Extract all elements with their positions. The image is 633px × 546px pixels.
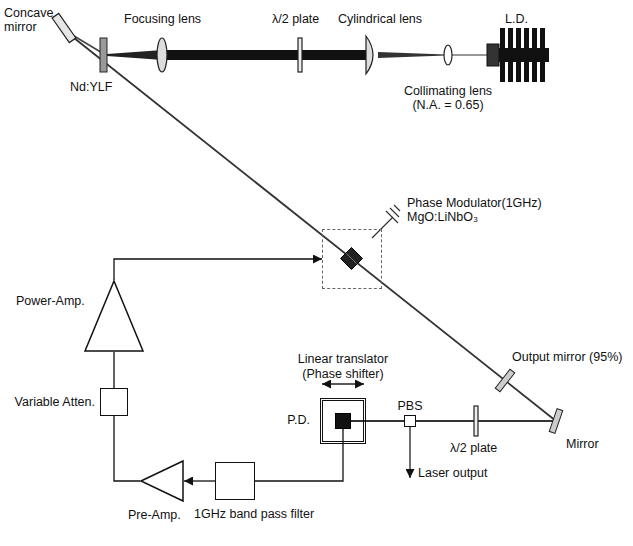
- signal-wire: [113, 352, 114, 388]
- part-label: Cylindrical lens: [338, 12, 422, 26]
- part-label: Laser output: [418, 466, 488, 480]
- signal-wire: [184, 480, 215, 481]
- focusing-lens: [157, 38, 167, 72]
- heat-sink-fin: [540, 28, 545, 82]
- photodiode: P.D.: [335, 413, 351, 429]
- pump-beam: [378, 52, 446, 58]
- node-label: 1GHz band pass filter: [194, 507, 314, 521]
- part-label: Mirror: [566, 437, 599, 451]
- concave-mirror: [52, 13, 76, 42]
- ground-symbol: [372, 205, 400, 238]
- heat-sink-fin: [524, 28, 529, 82]
- amplifier-outline: [140, 460, 184, 502]
- part-label: Nd:YLF: [70, 80, 112, 94]
- amplifier-outline: [141, 461, 183, 501]
- laser-diode: [487, 44, 499, 66]
- laser-crystal: [100, 38, 107, 72]
- part-label: L.D.: [505, 12, 528, 26]
- translator-stage: P.D.Linear translator (Phase shifter): [320, 398, 366, 444]
- pump-beam: [452, 55, 487, 56]
- node-label: Linear translator (Phase shifter): [287, 352, 399, 381]
- cylindrical-lens: [366, 36, 373, 74]
- beam-splitter: PBS: [404, 415, 416, 427]
- modulator-crystal: [323, 230, 383, 290]
- signal-wire: [114, 259, 322, 280]
- attenuator-box: Variable Atten.: [100, 388, 128, 416]
- output-arrow: [409, 427, 410, 478]
- phase-modulator: Phase Modulator(1GHz) MgO:LiNbO₃: [322, 229, 382, 289]
- crystal-shading: [347, 254, 357, 264]
- half-wave-plate: [474, 406, 478, 436]
- laser-beam: [64, 30, 556, 421]
- fold-mirror: [549, 409, 562, 434]
- laser-beam: [416, 420, 556, 422]
- part-label: Focusing lens: [124, 12, 201, 26]
- node-label: P.D.: [287, 413, 310, 427]
- node-label: Pre-Amp.: [128, 508, 181, 522]
- node-label: Variable Atten.: [15, 395, 95, 409]
- half-wave-plate: [298, 38, 302, 72]
- amplifier-triangle: Pre-Amp.: [140, 460, 184, 502]
- heat-sink-fin: [500, 28, 505, 82]
- part-label: Output mirror (95%): [512, 350, 622, 364]
- pump-beam: [166, 50, 366, 60]
- node-label: Phase Modulator(1GHz) MgO:LiNbO₃: [407, 196, 547, 225]
- node-label: Power-Amp.: [16, 294, 85, 308]
- pump-beam: [107, 50, 163, 60]
- filter-box: 1GHz band pass filter: [215, 462, 255, 500]
- amplifier-outline: [84, 280, 144, 352]
- signal-wire: [114, 416, 140, 481]
- heat-sink-fin: [532, 28, 537, 82]
- node-label: PBS: [397, 399, 422, 413]
- collimating-lens: [444, 45, 452, 65]
- heat-sink-fin: [516, 28, 521, 82]
- translation-arrow: [322, 383, 364, 384]
- part-label: Concave mirror: [4, 6, 62, 35]
- laser-beam: [351, 420, 404, 422]
- signal-wire: [255, 429, 343, 481]
- heat-sink-fin: [508, 28, 513, 82]
- amplifier-outline: [85, 281, 143, 351]
- part-label: λ/2 plate: [272, 12, 319, 26]
- output-mirror: [495, 369, 515, 392]
- amplifier-triangle: Power-Amp.: [84, 280, 144, 352]
- part-label: λ/2 plate: [450, 441, 497, 455]
- part-label: Collimating lens (N.A. = 0.65): [396, 84, 500, 113]
- modulator-crystal: [341, 248, 363, 270]
